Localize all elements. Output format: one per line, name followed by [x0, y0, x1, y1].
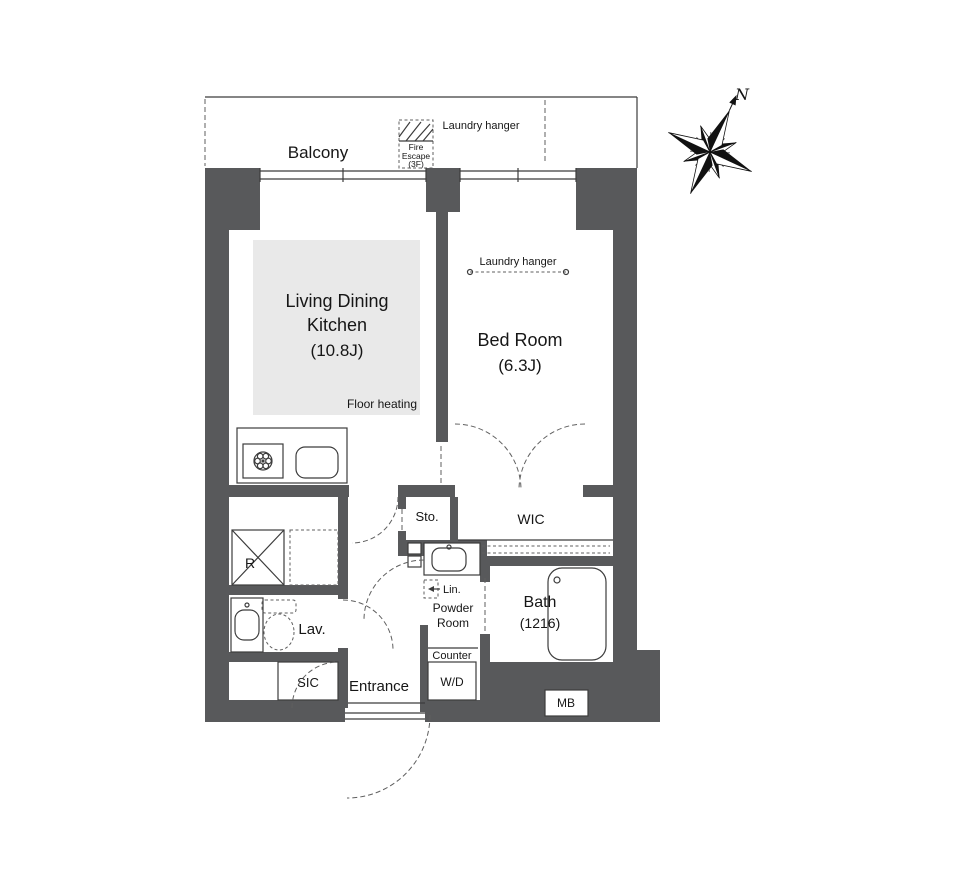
meter-box-label: MB [557, 696, 575, 710]
powder-sink [423, 542, 481, 576]
refrigerator-space: R [231, 529, 339, 586]
fire-escape-hatch: Fire Escape (3F) [398, 119, 434, 169]
bath-size-label: (1216) [520, 615, 560, 631]
bedroom-laundry-hanger-label: Laundry hanger [479, 256, 556, 268]
ldk-door-arc [351, 496, 399, 544]
toilet-icon [261, 599, 297, 651]
door-swings [291, 423, 586, 799]
linen-label: Lin. [443, 584, 461, 596]
storage-label: Sto. [415, 509, 438, 524]
bath-faucet-icon [553, 576, 561, 584]
counter-label: Counter [432, 650, 471, 662]
balcony-label: Balcony [288, 143, 349, 162]
north-label: N [734, 85, 750, 104]
lav-label: Lav. [298, 621, 325, 638]
stove-burner-icon [253, 451, 273, 471]
lav-vanity [230, 597, 264, 653]
ldk-label-line1: Living Dining [285, 291, 388, 311]
wic-door-left-arc [454, 423, 522, 491]
bathroom: Bath (1216) [520, 567, 607, 661]
washer-dryer-space: W/D [427, 661, 477, 701]
fire-escape-line2: Escape [402, 151, 431, 161]
balcony-laundry-hanger-label: Laundry hanger [442, 120, 519, 132]
balcony-area: Balcony Laundry hanger Fire Escape (3F) [204, 96, 638, 169]
powder-door-arc [363, 559, 425, 621]
floor-heating-area [253, 240, 420, 415]
lavatory: Lav. [230, 597, 326, 653]
wd-label: W/D [440, 675, 464, 689]
sic-door-arc [291, 661, 339, 709]
ldk-size-label: (10.8J) [311, 341, 364, 360]
wic-door-right-arc [518, 423, 586, 491]
fire-escape-line1: Fire [409, 142, 424, 152]
powder-room-label-line2: Room [437, 616, 469, 630]
kitchen-sink [295, 446, 339, 479]
compass-rose: N [668, 85, 752, 194]
powder-room-label-line1: Powder [433, 601, 474, 615]
sic-label: SIC [297, 675, 319, 690]
fire-escape-line3: (3F) [408, 159, 424, 169]
windows [259, 168, 577, 182]
bedroom: Bed Room (6.3J) Laundry hanger [466, 256, 570, 375]
bath-label: Bath [524, 594, 557, 611]
bedroom-size-label: (6.3J) [498, 356, 541, 375]
meter-box: MB [544, 689, 589, 717]
living-dining-kitchen: Living Dining Kitchen (10.8J) Floor heat… [236, 240, 420, 484]
north-arrow-icon [728, 94, 737, 111]
laundry-hanger-pipe [466, 268, 570, 276]
utility-box-2 [407, 555, 422, 568]
wic-label: WIC [517, 511, 544, 527]
powder-room: Lin. Powder Room Counter W/D [423, 542, 481, 701]
refrigerator-label: R [245, 555, 255, 571]
kitchen-counter [236, 427, 348, 484]
walls [205, 168, 660, 722]
bedroom-label: Bed Room [477, 330, 562, 350]
bathtub [547, 567, 607, 661]
entrance-area: SIC Entrance [277, 661, 425, 720]
storage-wic-row: Sto. WIC [407, 509, 613, 568]
sic-closet [277, 661, 339, 701]
linen-storage: Lin. [423, 579, 461, 599]
ldk-label-line2: Kitchen [307, 315, 367, 335]
utility-box-1 [407, 542, 422, 555]
lav-door-arc [342, 599, 394, 651]
entrance-door-arc [346, 714, 431, 799]
entrance-label: Entrance [349, 678, 409, 695]
floor-heating-label: Floor heating [347, 397, 417, 411]
